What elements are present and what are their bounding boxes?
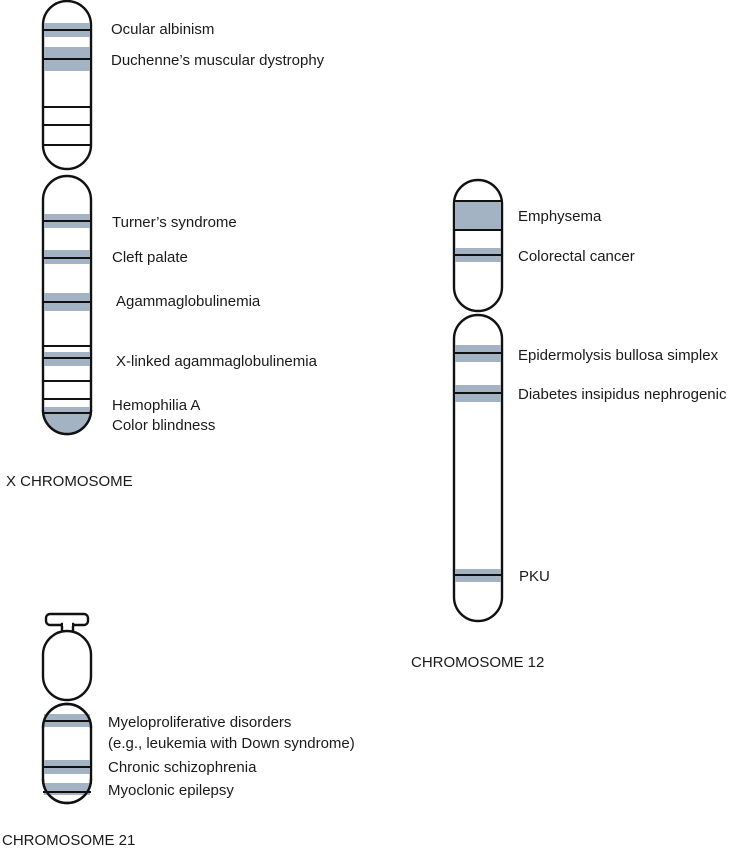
c21-label-myoclonic-epilepsy: Myoclonic epilepsy [108, 782, 234, 799]
x-chromosome-q-arm [41, 174, 93, 436]
x-label-turner: Turner’s syndrome [112, 214, 237, 231]
chromosome-21-p-arm [41, 629, 93, 702]
c21-q-arm-end [41, 778, 93, 805]
chromosome-21-q-arm [41, 702, 93, 805]
c21-label-myeloproliferative: Myeloproliferative disorders [108, 714, 291, 731]
x-chromosome-p-arm [41, 0, 93, 171]
x-label-hemophilia-a: Hemophilia A [112, 397, 200, 414]
x-label-x-linked-agammaglobulinemia: X-linked agammaglobulinemia [116, 353, 318, 370]
x-q-arm-end [41, 409, 93, 436]
x-chromosome: Ocular albinism Duchenne’s muscular dyst… [6, 0, 325, 490]
c12-p-arm-outline [452, 178, 504, 313]
c21-q-arm-top [41, 702, 93, 729]
chromosome-12-p-arm [452, 178, 504, 313]
c12-band-emphysema [455, 201, 501, 230]
c21-label-schizophrenia: Chronic schizophrenia [108, 759, 257, 776]
x-label-agammaglobulinemia: Agammaglobulinemia [116, 293, 261, 310]
c21-label-leukemia-down-syndrome: (e.g., leukemia with Down syndrome) [108, 735, 355, 752]
c12-label-diabetes-insipidus: Diabetes insipidus nephrogenic [518, 386, 727, 403]
c21-stalk-join [63, 622, 72, 626]
c12-label-colorectal-cancer: Colorectal cancer [518, 248, 635, 265]
c12-label-pku: PKU [519, 568, 550, 585]
chromosome-21: Myeloproliferative disorders (e.g., leuk… [2, 612, 355, 849]
chromosome-12-title: CHROMOSOME 12 [411, 654, 544, 671]
x-band-hemophilia-color-blindness [44, 407, 90, 435]
c12-label-emphysema: Emphysema [518, 208, 602, 225]
x-label-cleft-palate: Cleft palate [112, 249, 188, 266]
chromosome-12-q-arm [452, 313, 504, 623]
x-label-duchenne: Duchenne’s muscular dystrophy [111, 52, 325, 69]
x-chromosome-title: X CHROMOSOME [6, 473, 133, 490]
c12-label-epidermolysis: Epidermolysis bullosa simplex [518, 347, 719, 364]
c21-p-arm-outline [41, 629, 93, 702]
c21-band-myoclonic-epilepsy [44, 783, 90, 795]
x-label-ocular-albinism: Ocular albinism [111, 21, 214, 38]
x-label-color-blindness: Color blindness [112, 417, 215, 434]
chromosome-21-title: CHROMOSOME 21 [2, 832, 135, 849]
chromosome-12: Emphysema Colorectal cancer Epidermolysi… [411, 178, 727, 671]
